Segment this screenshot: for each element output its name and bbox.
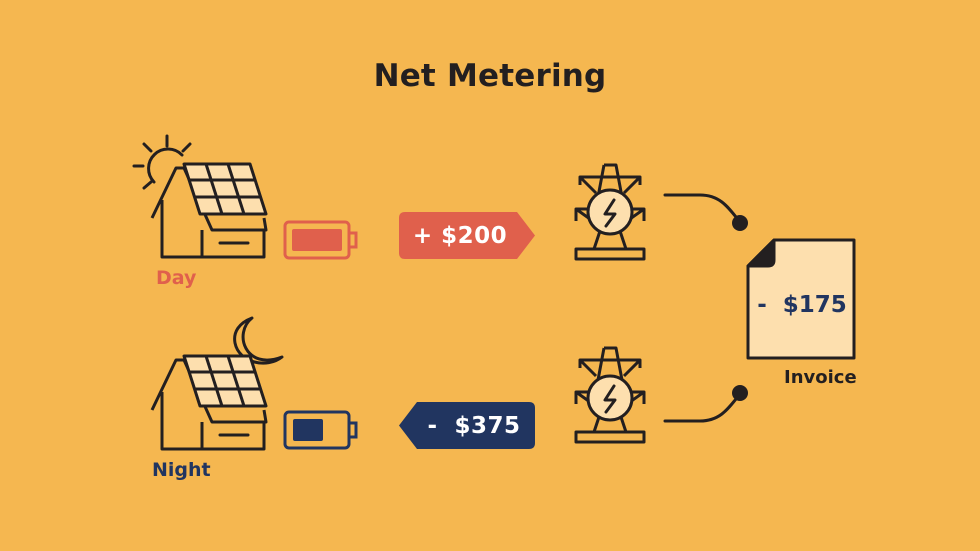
invoice-document-icon [746,238,856,360]
power-tower-night-icon [574,346,646,444]
credit-tag: + $200 [399,212,535,259]
moon-icon [233,316,284,365]
invoice-label: Invoice [784,367,857,388]
night-label: Night [152,459,211,481]
solar-house-night-icon [150,354,268,451]
page-title: Net Metering [373,58,607,94]
sun-icon [132,134,192,190]
day-label: Day [156,267,197,289]
power-tower-day-icon [574,163,646,261]
connector-line-night [663,385,748,423]
connector-lines [663,193,748,231]
battery-full-icon [283,220,358,260]
debit-tag: - $375 [399,402,535,449]
solar-house-day-icon [150,162,268,259]
invoice-amount: - $175 [757,292,847,318]
credit-amount: + $200 [412,222,508,249]
debit-amount: - $375 [427,412,521,439]
battery-low-icon [283,410,358,450]
